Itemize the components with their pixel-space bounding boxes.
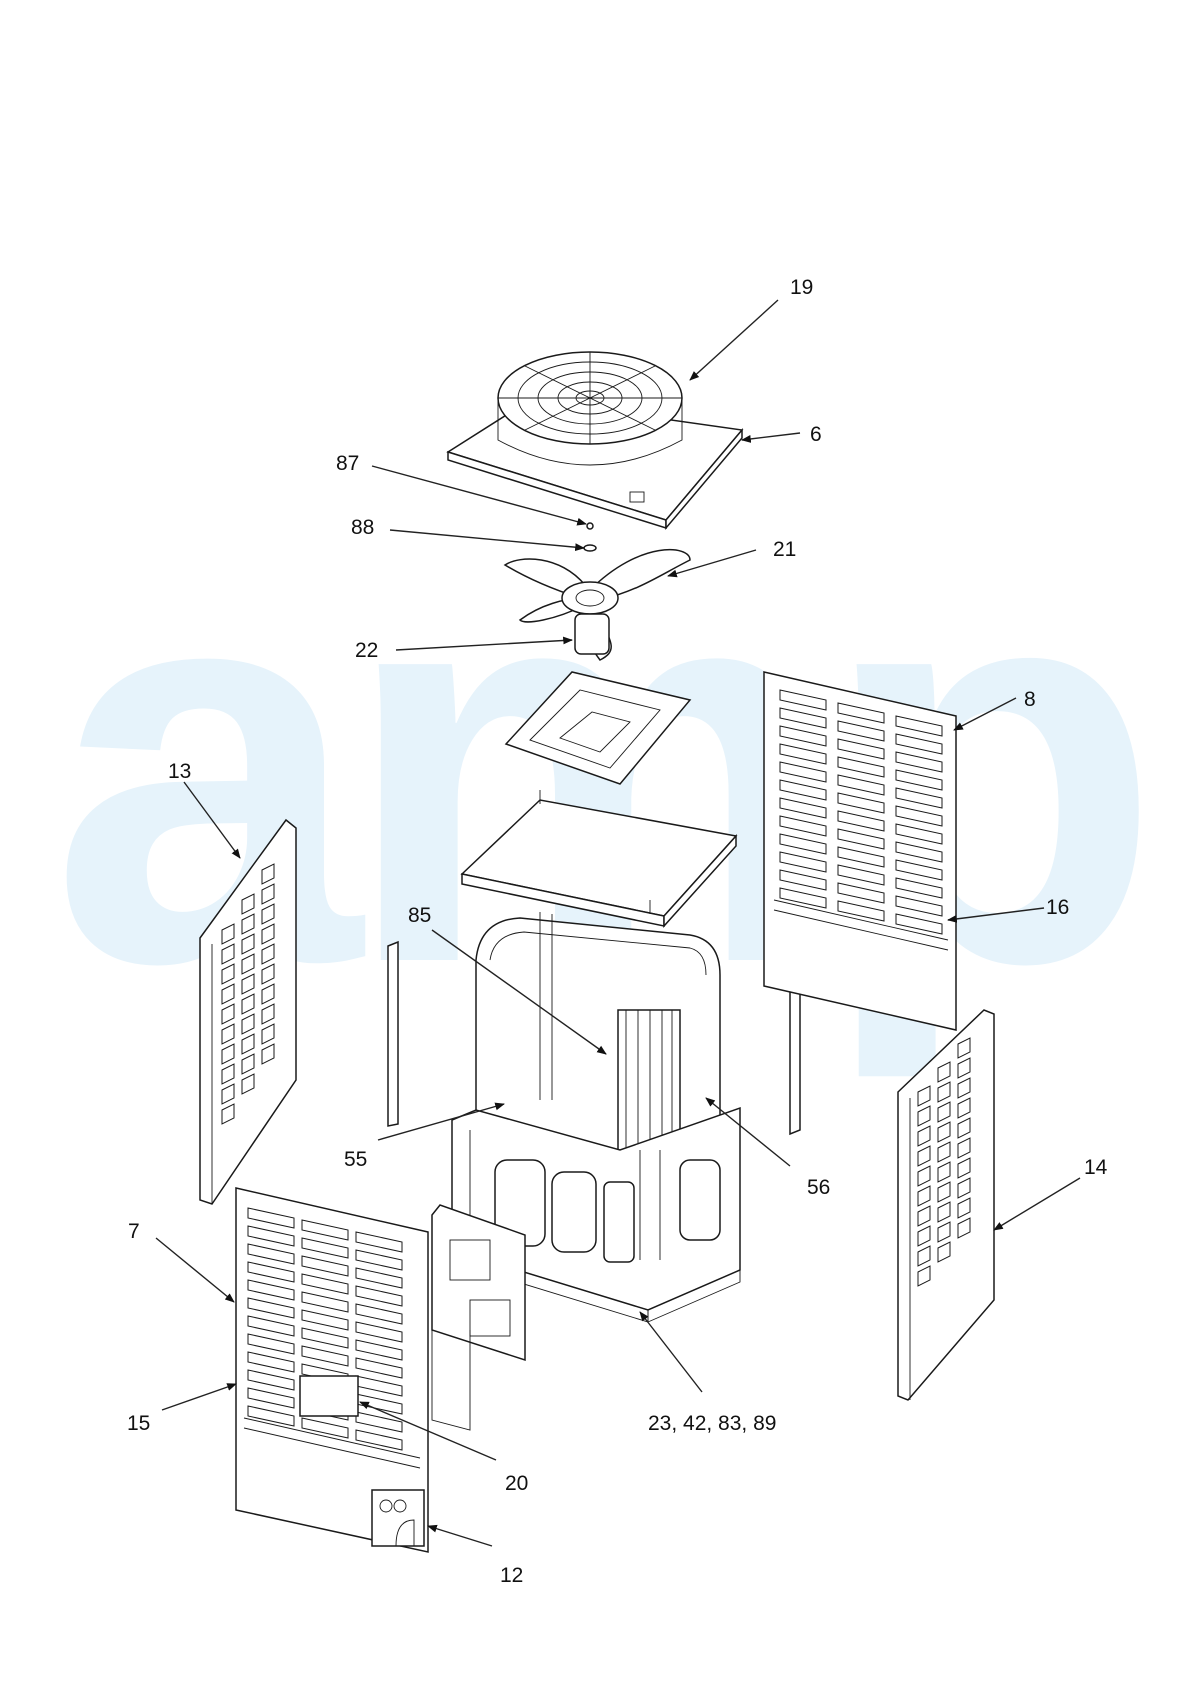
callout-56: 56 — [807, 1176, 830, 1199]
callout-21: 21 — [773, 538, 796, 561]
callout-22: 22 — [355, 639, 378, 662]
callout-20: 20 — [505, 1472, 528, 1495]
callout-8: 8 — [1024, 688, 1036, 711]
rear-panel — [764, 672, 956, 1030]
front-panel — [236, 1188, 428, 1552]
callout-87: 87 — [336, 452, 359, 475]
callout-14: 14 — [1084, 1156, 1108, 1179]
callout-88: 88 — [351, 516, 374, 539]
callout-12: 12 — [500, 1564, 523, 1587]
callout-23-42-83-89: 23, 42, 83, 89 — [648, 1412, 776, 1435]
callout-55: 55 — [344, 1148, 367, 1171]
callout-16: 16 — [1046, 896, 1069, 919]
callout-13: 13 — [168, 760, 191, 783]
callout-85: 85 — [408, 904, 431, 927]
callout-15: 15 — [127, 1412, 150, 1435]
callout-7: 7 — [128, 1220, 140, 1243]
callout-6: 6 — [810, 423, 822, 446]
callout-19: 19 — [790, 276, 813, 299]
electrical-box — [432, 1205, 525, 1430]
